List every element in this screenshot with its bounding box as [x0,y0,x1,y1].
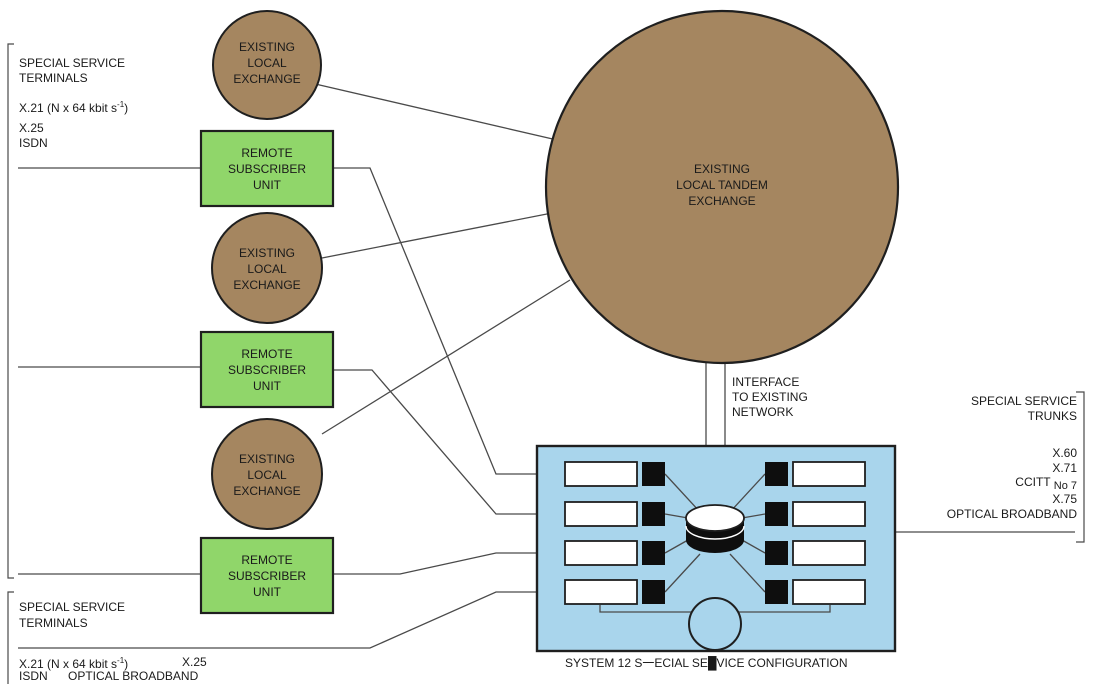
local-exchange-2: EXISTING LOCAL EXCHANGE [211,212,323,324]
terminals-bottom-x25: X.25 [182,655,207,669]
trunks-ccitt-no7: CCITT No 7 [1015,475,1077,492]
right-slot-1 [792,461,866,487]
exchange3-label-line3: EXCHANGE [233,484,300,498]
left-slot-2 [564,501,638,527]
tandem-label-line1: EXISTING [694,162,750,176]
trunks-title-2: TRUNKS [1027,409,1077,423]
right-module-2 [765,502,788,526]
rsu1-label-line3: UNIT [253,178,282,192]
trunks-x71: X.71 [1052,461,1077,475]
rsu3-label-line2: SUBSCRIBER [228,569,306,583]
wire-rsu2-system [333,369,537,515]
rsu1-label-line2: SUBSCRIBER [228,162,306,176]
left-slot-1 [564,461,638,487]
exchange3-label-line1: EXISTING [239,452,295,466]
right-module-1 [765,462,788,486]
system12-configuration [535,444,897,653]
local-exchange-3: EXISTING LOCAL EXCHANGE [211,418,323,530]
left-module-4 [642,580,665,604]
right-line-modules [765,461,866,605]
rsu2-label-line1: REMOTE [241,347,292,361]
remote-subscriber-unit-2: REMOTE SUBSCRIBER UNIT [199,330,335,409]
exchange2-label-line2: LOCAL [247,262,287,276]
right-slot-4 [792,579,866,605]
wire-rsu1-system [333,167,537,475]
internal-links [664,473,766,593]
terminals-top-title-1: SPECIAL SERVICE [19,56,126,70]
rsu1-label-line1: REMOTE [241,146,292,160]
terminals-bottom-optical: OPTICAL BROADBAND [68,669,199,683]
terminals-bottom-x21: X.21 (N x 64 kbit s-1) [19,656,129,671]
left-slot-3 [564,540,638,566]
wire-exchange1-tandem [297,79,558,141]
rsu2-label-line2: SUBSCRIBER [228,363,306,377]
exchange1-label-line1: EXISTING [239,40,295,54]
left-slot-4 [564,579,638,605]
trunks-x60: X.60 [1052,446,1077,460]
wire-rsu3-system [333,552,537,575]
trunks-x75: X.75 [1052,492,1077,506]
exchange1-label-line3: EXCHANGE [233,72,300,86]
exchange3-label-line2: LOCAL [247,468,287,482]
brackets [7,43,1085,684]
terminals-top-x25: X.25 [19,121,44,135]
bracket-left-top [7,43,14,579]
rsu3-label-line1: REMOTE [241,553,292,567]
left-module-1 [642,462,665,486]
trunks-optical: OPTICAL BROADBAND [946,507,1077,521]
terminals-top-title-2: TERMINALS [19,71,88,85]
control-element-icon [688,597,742,651]
rsu2-label-line3: UNIT [253,379,282,393]
trunks-title-1: SPECIAL SERVICE [970,394,1077,408]
right-module-4 [765,580,788,604]
right-slot-3 [792,540,866,566]
wire-exchange2-tandem [321,212,553,259]
system12-caption: SYSTEM 12 S⼀ECIAL SE█VICE CONFIGURATION [565,656,848,670]
remote-subscriber-unit-3: REMOTE SUBSCRIBER UNIT [199,536,335,615]
exchange1-label-line2: LOCAL [247,56,287,70]
left-module-2 [642,502,665,526]
terminals-bottom-isdn: ISDN [19,669,48,683]
local-tandem-exchange: EXISTING LOCAL TANDEM EXCHANGE [544,9,900,365]
local-exchange-1: EXISTING LOCAL EXCHANGE [212,10,322,120]
right-module-3 [765,541,788,565]
terminals-top-isdn: ISDN [19,136,48,150]
connection-wires [18,79,1075,649]
rsu3-label-line3: UNIT [253,585,282,599]
terminals-top-x21: X.21 (N x 64 kbit s-1) [19,100,129,115]
left-module-3 [642,541,665,565]
wire-bottom-terminals-system [18,591,537,649]
tandem-label-line2: LOCAL TANDEM [676,178,768,192]
terminals-bottom-title-2: TERMINALS [19,616,88,630]
interface-label-2: TO EXISTING [732,390,808,404]
right-slot-2 [792,501,866,527]
interface-label-1: INTERFACE [732,375,800,389]
switching-network-disk-icon [685,504,745,553]
remote-subscriber-unit-1: REMOTE SUBSCRIBER UNIT [199,129,335,208]
tandem-label-line3: EXCHANGE [688,194,755,208]
bracket-left-bottom [7,591,14,684]
wire-exchange3-tandem [321,279,571,435]
exchange2-label-line1: EXISTING [239,246,295,260]
exchange2-label-line3: EXCHANGE [233,278,300,292]
terminals-bottom-title-1: SPECIAL SERVICE [19,600,126,614]
left-line-modules [564,461,665,605]
bracket-right [1076,391,1085,543]
interface-label-3: NETWORK [732,405,794,419]
